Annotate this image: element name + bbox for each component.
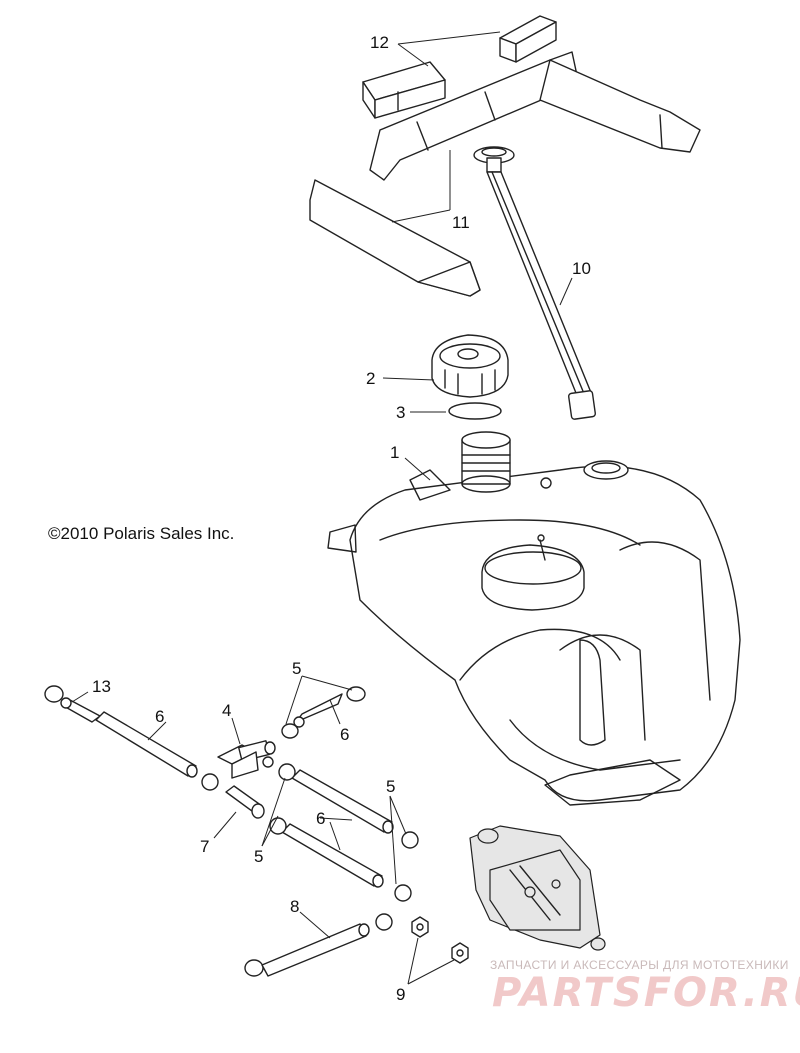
callout-8: 8: [290, 897, 299, 916]
fuel-tank-1: [327, 431, 741, 806]
callout-12: 12: [370, 33, 389, 52]
nut-9: [411, 916, 469, 964]
hose-6a: [95, 711, 198, 778]
callout-4: 4: [222, 701, 231, 720]
foam-block-12a: [362, 61, 446, 119]
callout-7: 7: [200, 837, 209, 856]
watermark-brand: PARTSFOR.RU: [492, 970, 800, 1016]
callout-5a: 5: [292, 659, 301, 678]
callout-3: 3: [396, 403, 405, 422]
watermark-tagline: ЗАПЧАСТИ И АКСЕССУАРЫ ДЛЯ МОТОТЕХНИКИ: [490, 958, 789, 972]
foam-strip-11a: [369, 51, 701, 181]
callout-13: 13: [92, 677, 111, 696]
callout-11: 11: [452, 213, 470, 232]
callout-1: 1: [390, 443, 399, 462]
fuel-valve-4: [217, 740, 276, 779]
fuel-cap-2: [431, 334, 509, 398]
leader-lines: [71, 31, 573, 985]
foam-block-12b: [499, 15, 557, 63]
callout-9: 9: [396, 985, 405, 1004]
callout-5b: 5: [386, 777, 395, 796]
callout-6b: 6: [340, 725, 349, 744]
hose-13: [44, 685, 101, 723]
callout-6a: 6: [155, 707, 164, 726]
fuel-pump: [469, 825, 606, 951]
hose-6b: [293, 686, 366, 728]
callout-5c: 5: [254, 847, 263, 866]
callout-6c: 6: [316, 809, 325, 828]
callout-2: 2: [366, 369, 375, 388]
fuel-filter-7: [225, 785, 265, 819]
fuel-sender-10: [473, 146, 597, 420]
hose-8: [244, 913, 393, 977]
o-ring-3: [448, 402, 502, 420]
callout-10: 10: [572, 259, 591, 278]
hose-6c: [281, 769, 394, 888]
hose-clamp-5: [201, 723, 419, 902]
foam-strip-11b: [309, 179, 481, 297]
copyright-notice: ©2010 Polaris Sales Inc.: [48, 524, 235, 543]
